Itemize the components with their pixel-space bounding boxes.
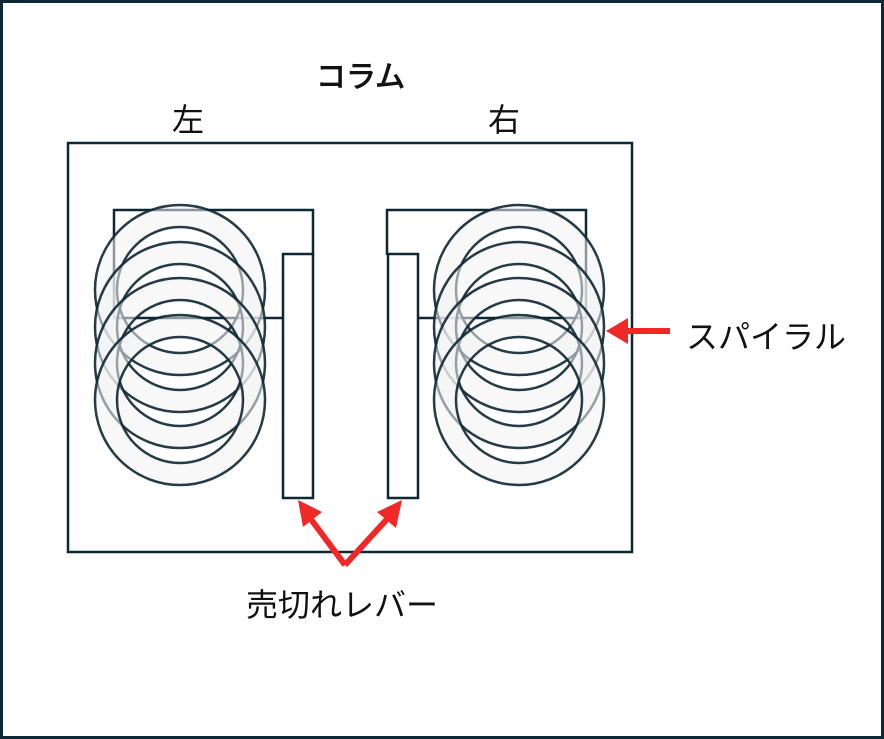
spiral-ring <box>432 313 606 487</box>
lever-arrow-right-head <box>377 500 402 528</box>
arrows <box>298 318 670 568</box>
left-mechanism <box>93 203 315 500</box>
lever-arrow-left-shaft <box>307 516 348 567</box>
lever-arrow-right-shaft <box>342 515 391 568</box>
right-mechanism <box>385 203 606 500</box>
left-label: 左 <box>172 101 205 139</box>
spiral-arrow-head <box>606 318 628 344</box>
column-title: コラム <box>316 60 406 95</box>
right-label: 右 <box>488 101 521 139</box>
sold-out-lever <box>386 252 420 500</box>
lever-label: 売切れレバー <box>246 586 439 624</box>
lever-arrow-left-head <box>298 500 322 527</box>
sold-out-lever <box>281 252 315 500</box>
spiral-ring <box>93 313 267 487</box>
column-frame <box>66 141 634 554</box>
spiral-label: スパイラル <box>686 318 847 356</box>
